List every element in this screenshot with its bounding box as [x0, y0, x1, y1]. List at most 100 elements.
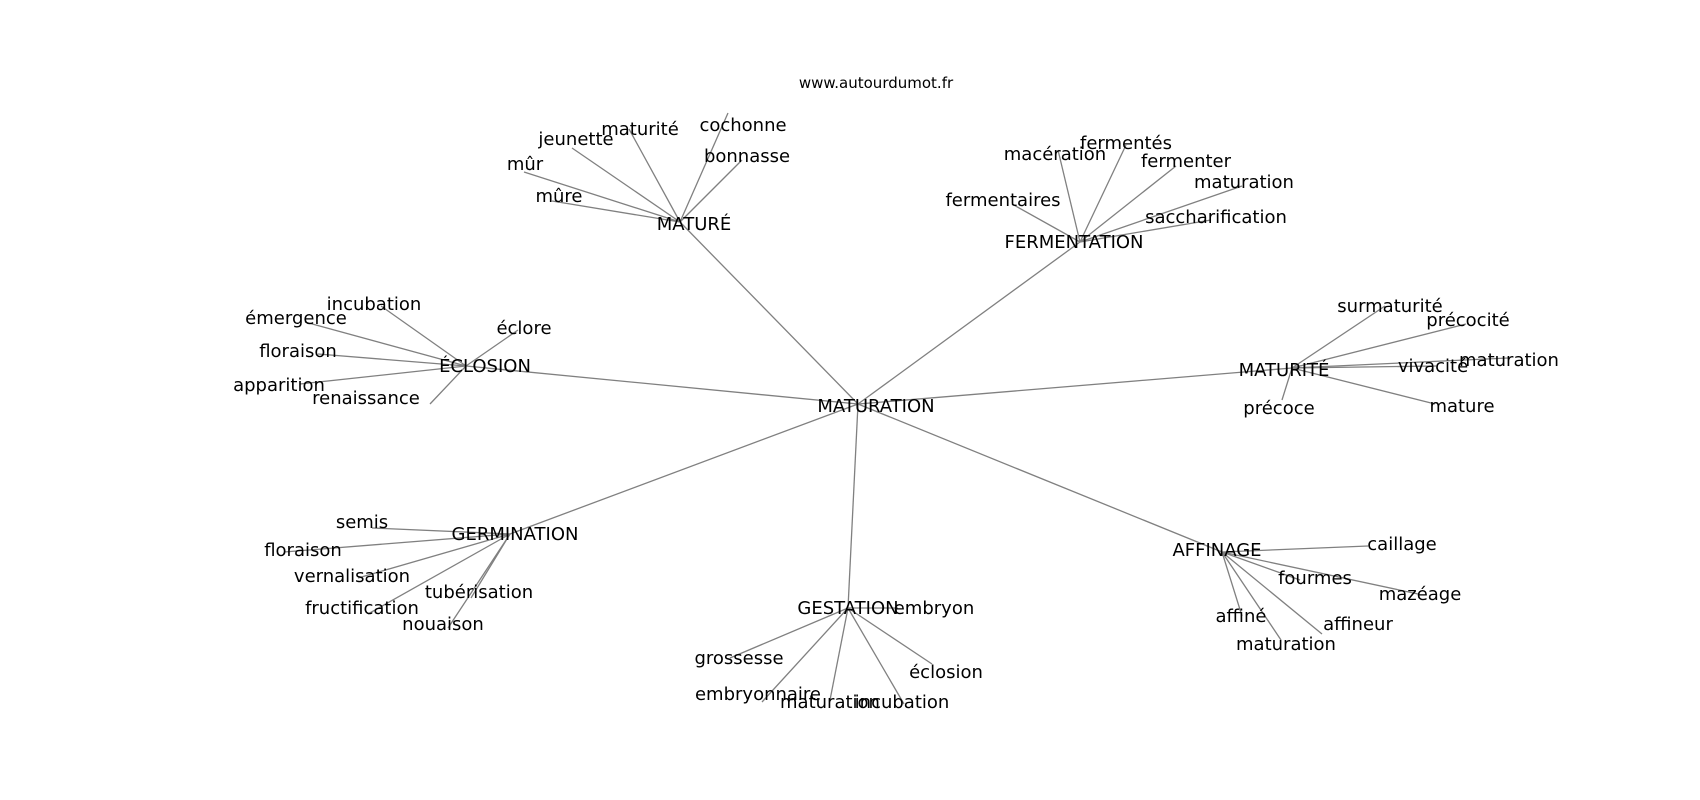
leaf-node: affineur — [1323, 614, 1393, 635]
edge-hub-to-leaf — [1221, 545, 1369, 553]
leaf-node: vivacité — [1398, 356, 1468, 377]
leaf-node: nouaison — [402, 614, 484, 635]
leaf-node: maturation — [1459, 350, 1559, 371]
leaf-node: fermenter — [1141, 151, 1232, 172]
edge-hub-to-leaf — [1079, 165, 1177, 243]
leaf-node: fructification — [305, 598, 419, 619]
leaf-node: apparition — [233, 375, 325, 396]
edge-hub-to-leaf — [357, 533, 511, 579]
leaf-node: fermentés — [1080, 133, 1172, 154]
center-node: MATURATION — [817, 396, 934, 417]
edge-hub-to-leaf — [1221, 551, 1323, 635]
leaf-node: macération — [1004, 144, 1106, 165]
edge-hub-to-leaf — [367, 533, 511, 615]
edge-hub-to-leaf — [299, 365, 467, 385]
edge-hub-to-leaf — [1221, 551, 1301, 581]
leaf-node: éclosion — [909, 662, 983, 683]
leaf-node: incubation — [855, 692, 950, 713]
leaf-node: précocité — [1426, 310, 1509, 331]
leaf-node: incubation — [327, 294, 422, 315]
leaf-node: maturation — [1236, 634, 1336, 655]
leaf-node: mûre — [535, 186, 582, 207]
edge-hub-to-leaf — [1291, 305, 1386, 369]
leaf-node: mature — [1429, 396, 1494, 417]
leaf-node: maturation — [780, 692, 880, 713]
edges-layer — [283, 112, 1509, 705]
edge-hub-to-leaf — [551, 200, 681, 223]
leaf-node: embryonnaire — [695, 684, 821, 705]
labels-layer: www.autourdumot.fr cochonne maturitéjeune… — [233, 74, 1559, 713]
leaf-node: affiné — [1216, 606, 1267, 627]
leaf-node: mazéage — [1379, 584, 1462, 605]
edge-center-to-hub — [857, 403, 1223, 553]
edge-hub-to-leaf — [1281, 367, 1293, 401]
leaf-node: surmaturité — [1337, 296, 1442, 317]
hub-node: ÉCLOSION — [439, 355, 531, 377]
edge-hub-to-leaf — [1291, 367, 1436, 405]
leaf-node: embryon — [894, 598, 975, 619]
hub-node: GERMINATION — [452, 524, 579, 545]
leaf-node: caillage — [1367, 534, 1436, 555]
edge-hub-to-leaf — [679, 112, 729, 223]
edge-center-to-hub — [857, 241, 1081, 405]
hub-node: GESTATION — [797, 598, 898, 619]
edge-hub-to-leaf — [1079, 144, 1127, 243]
edge-hub-to-leaf — [1057, 149, 1081, 243]
edge-hub-to-leaf — [829, 607, 849, 701]
edge-hub-to-leaf — [1291, 365, 1437, 369]
edge-hub-to-leaf — [447, 533, 511, 629]
leaf-node: cochonne — [699, 115, 786, 136]
leaf-node: maturation — [1194, 172, 1294, 193]
hub-node: MATURITÉ — [1239, 359, 1330, 381]
hub-node: FERMENTATION — [1004, 232, 1143, 253]
leaf-node: vernalisation — [294, 566, 410, 587]
edge-hub-to-leaf — [380, 305, 467, 367]
edge-hub-to-leaf — [1291, 357, 1509, 369]
edge-hub-to-leaf — [847, 607, 905, 705]
leaf-node: maturité — [601, 119, 679, 140]
edge-hub-to-leaf — [1221, 551, 1243, 617]
edge-hub-to-leaf — [679, 159, 743, 223]
edge-hub-to-leaf — [371, 527, 511, 535]
edge-center-to-hub — [857, 367, 1293, 405]
edge-hub-to-leaf — [304, 321, 467, 367]
leaf-node: précoce — [1243, 398, 1314, 419]
leaf-node: mûr — [507, 154, 544, 175]
edge-center-to-hub — [847, 403, 859, 609]
edge-hub-to-leaf — [1079, 219, 1212, 243]
edge-hub-to-leaf — [317, 353, 467, 367]
edge-center-to-hub — [509, 403, 859, 535]
edge-center-to-hub — [679, 221, 859, 405]
edge-hub-to-leaf — [1079, 185, 1243, 243]
edge-hub-to-leaf — [729, 607, 849, 659]
edge-hub-to-leaf — [523, 171, 681, 223]
edge-hub-to-leaf — [429, 365, 467, 405]
edge-hub-to-leaf — [283, 533, 511, 553]
leaf-node: bonnasse — [704, 146, 790, 167]
edge-hub-to-leaf — [847, 607, 933, 665]
leaf-node: semis — [336, 512, 388, 533]
leaf-node: émergence — [245, 308, 347, 329]
edge-hub-to-leaf — [1011, 203, 1081, 243]
edge-hub-to-leaf — [1291, 323, 1467, 369]
leaf-node: fourmes — [1278, 568, 1352, 589]
leaf-node: saccharification — [1145, 207, 1287, 228]
leaf-node: tubérisation — [425, 582, 533, 603]
leaf-node: fermentaires — [945, 190, 1060, 211]
edge-hub-to-leaf — [1221, 551, 1419, 595]
edge-hub-to-leaf — [628, 128, 681, 223]
leaf-node: floraison — [259, 341, 337, 362]
leaf-node: grossesse — [694, 648, 783, 669]
edge-hub-to-leaf — [465, 329, 519, 367]
edge-center-to-hub — [465, 365, 859, 405]
edge-hub-to-leaf — [1221, 551, 1282, 641]
leaf-node: éclore — [496, 318, 551, 339]
leaf-node: jeunette — [537, 129, 613, 150]
source-label: www.autourdumot.fr — [799, 74, 954, 92]
hub-node: MATURÉ — [657, 213, 732, 235]
leaf-node: renaissance — [312, 388, 420, 409]
edge-hub-to-leaf — [571, 147, 681, 223]
hub-node: AFFINAGE — [1172, 540, 1261, 561]
